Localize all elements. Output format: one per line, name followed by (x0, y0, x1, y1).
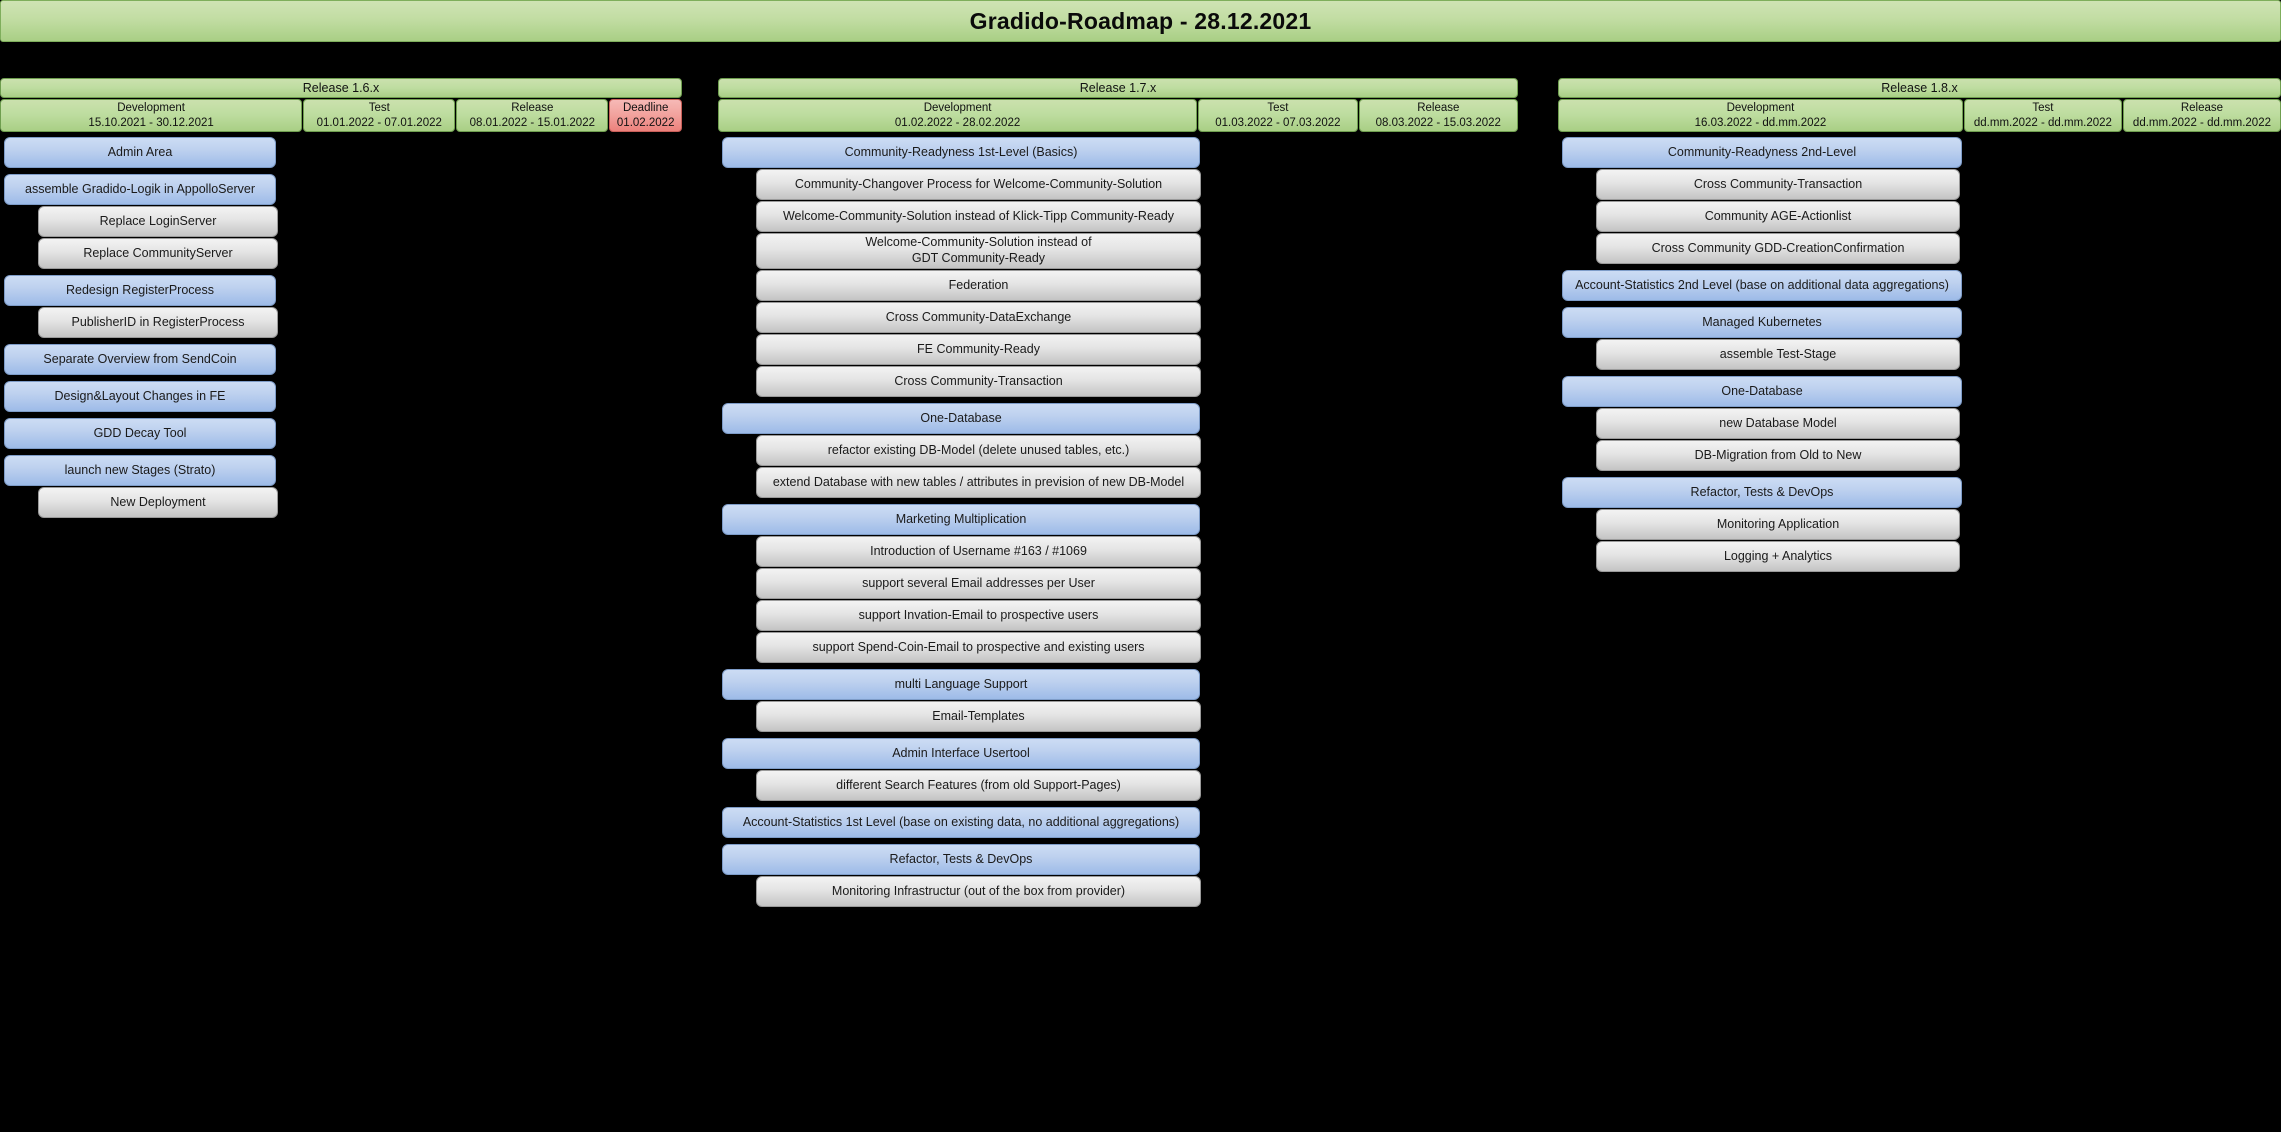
task-child[interactable]: Cross Community-DataExchange (756, 302, 1201, 333)
task-child[interactable]: Cross Community-Transaction (756, 366, 1201, 397)
task-parent[interactable]: Marketing Multiplication (722, 504, 1200, 535)
task-parent[interactable]: Account-Statistics 2nd Level (base on ad… (1562, 270, 1962, 301)
page-title-bar: Gradido-Roadmap - 28.12.2021 (0, 0, 2281, 42)
task-child[interactable]: refactor existing DB-Model (delete unuse… (756, 435, 1201, 466)
page-title: Gradido-Roadmap - 28.12.2021 (969, 7, 1312, 34)
task-child[interactable]: DB-Migration from Old to New (1596, 440, 1960, 471)
release-header-0: Release 1.6.x (0, 78, 682, 98)
task-parent[interactable]: Admin Interface Usertool (722, 738, 1200, 769)
task-child[interactable]: Introduction of Username #163 / #1069 (756, 536, 1201, 567)
phase-dates: 01.03.2022 - 07.03.2022 (1215, 116, 1341, 129)
task-parent[interactable]: Separate Overview from SendCoin (4, 344, 276, 375)
task-child[interactable]: FE Community-Ready (756, 334, 1201, 365)
task-child[interactable]: support Invation-Email to prospective us… (756, 600, 1201, 631)
task-list-1: Community-Readyness 1st-Level (Basics)Co… (718, 137, 1518, 907)
phase-dates: 16.03.2022 - dd.mm.2022 (1694, 116, 1827, 129)
task-parent[interactable]: assemble Gradido-Logik in AppolloServer (4, 174, 276, 205)
task-parent[interactable]: Community-Readyness 2nd-Level (1562, 137, 1962, 168)
task-child[interactable]: Federation (756, 270, 1201, 301)
phase-dates: dd.mm.2022 - dd.mm.2022 (2132, 116, 2271, 129)
task-parent[interactable]: Account-Statistics 1st Level (base on ex… (722, 807, 1200, 838)
task-child[interactable]: Monitoring Infrastructur (out of the box… (756, 876, 1201, 907)
task-parent[interactable]: One-Database (722, 403, 1200, 434)
task-child[interactable]: Email-Templates (756, 701, 1201, 732)
task-parent[interactable]: Managed Kubernetes (1562, 307, 1962, 338)
phase-name: Development (923, 102, 992, 115)
task-child[interactable]: New Deployment (38, 487, 278, 518)
task-child[interactable]: PublisherID in RegisterProcess (38, 307, 278, 338)
release-header-2: Release 1.8.x (1558, 78, 2281, 98)
task-child[interactable]: Logging + Analytics (1596, 541, 1960, 572)
task-child[interactable]: Community-Changover Process for Welcome-… (756, 169, 1201, 200)
task-child[interactable]: Community AGE-Actionlist (1596, 201, 1960, 232)
phase-name: Test (368, 102, 390, 115)
phase-name: Release (1417, 102, 1460, 115)
task-child[interactable]: assemble Test-Stage (1596, 339, 1960, 370)
task-child[interactable]: different Search Features (from old Supp… (756, 770, 1201, 801)
release-header-1: Release 1.7.x (718, 78, 1518, 98)
phase-name: Release (511, 102, 554, 115)
task-parent[interactable]: launch new Stages (Strato) (4, 455, 276, 486)
task-parent[interactable]: Refactor, Tests & DevOps (1562, 477, 1962, 508)
phase-dates: 01.01.2022 - 07.01.2022 (316, 116, 442, 129)
task-child[interactable]: Cross Community-Transaction (1596, 169, 1960, 200)
task-parent[interactable]: multi Language Support (722, 669, 1200, 700)
phase-name: Test (2032, 102, 2054, 115)
phase-name: Development (117, 102, 185, 115)
task-parent[interactable]: Refactor, Tests & DevOps (722, 844, 1200, 875)
task-parent[interactable]: Admin Area (4, 137, 276, 168)
task-child[interactable]: Cross Community GDD-CreationConfirmation (1596, 233, 1960, 264)
task-child[interactable]: Replace LoginServer (38, 206, 278, 237)
task-child[interactable]: Welcome-Community-Solution instead of Kl… (756, 201, 1201, 232)
task-child[interactable]: new Database Model (1596, 408, 1960, 439)
task-parent[interactable]: Redesign RegisterProcess (4, 275, 276, 306)
task-child[interactable]: extend Database with new tables / attrib… (756, 467, 1201, 498)
task-child[interactable]: support Spend-Coin-Email to prospective … (756, 632, 1201, 663)
task-parent[interactable]: Design&Layout Changes in FE (4, 381, 276, 412)
phase-name: Test (1267, 102, 1289, 115)
phase-name: Release (2180, 102, 2224, 115)
phase-dates: dd.mm.2022 - dd.mm.2022 (1973, 116, 2112, 129)
phase-name: Development (1726, 102, 1795, 115)
task-child[interactable]: Replace CommunityServer (38, 238, 278, 269)
phase-dates: 08.01.2022 - 15.01.2022 (469, 116, 595, 129)
task-parent[interactable]: Community-Readyness 1st-Level (Basics) (722, 137, 1200, 168)
task-child[interactable]: Welcome-Community-Solution instead of GD… (756, 233, 1201, 269)
task-list-0: Admin Area assemble Gradido-Logik in Appo… (0, 137, 682, 518)
phase-dates: 15.10.2021 - 30.12.2021 (88, 116, 214, 129)
phase-dates: 01.02.2022 - 28.02.2022 (894, 116, 1021, 129)
phase-name: Deadline (622, 102, 669, 115)
phase-dates: 08.03.2022 - 15.03.2022 (1375, 116, 1501, 129)
task-child[interactable]: Monitoring Application (1596, 509, 1960, 540)
phase-dates: 01.02.2022 (616, 116, 675, 129)
task-parent[interactable]: One-Database (1562, 376, 1962, 407)
task-parent[interactable]: GDD Decay Tool (4, 418, 276, 449)
task-child[interactable]: support several Email addresses per User (756, 568, 1201, 599)
